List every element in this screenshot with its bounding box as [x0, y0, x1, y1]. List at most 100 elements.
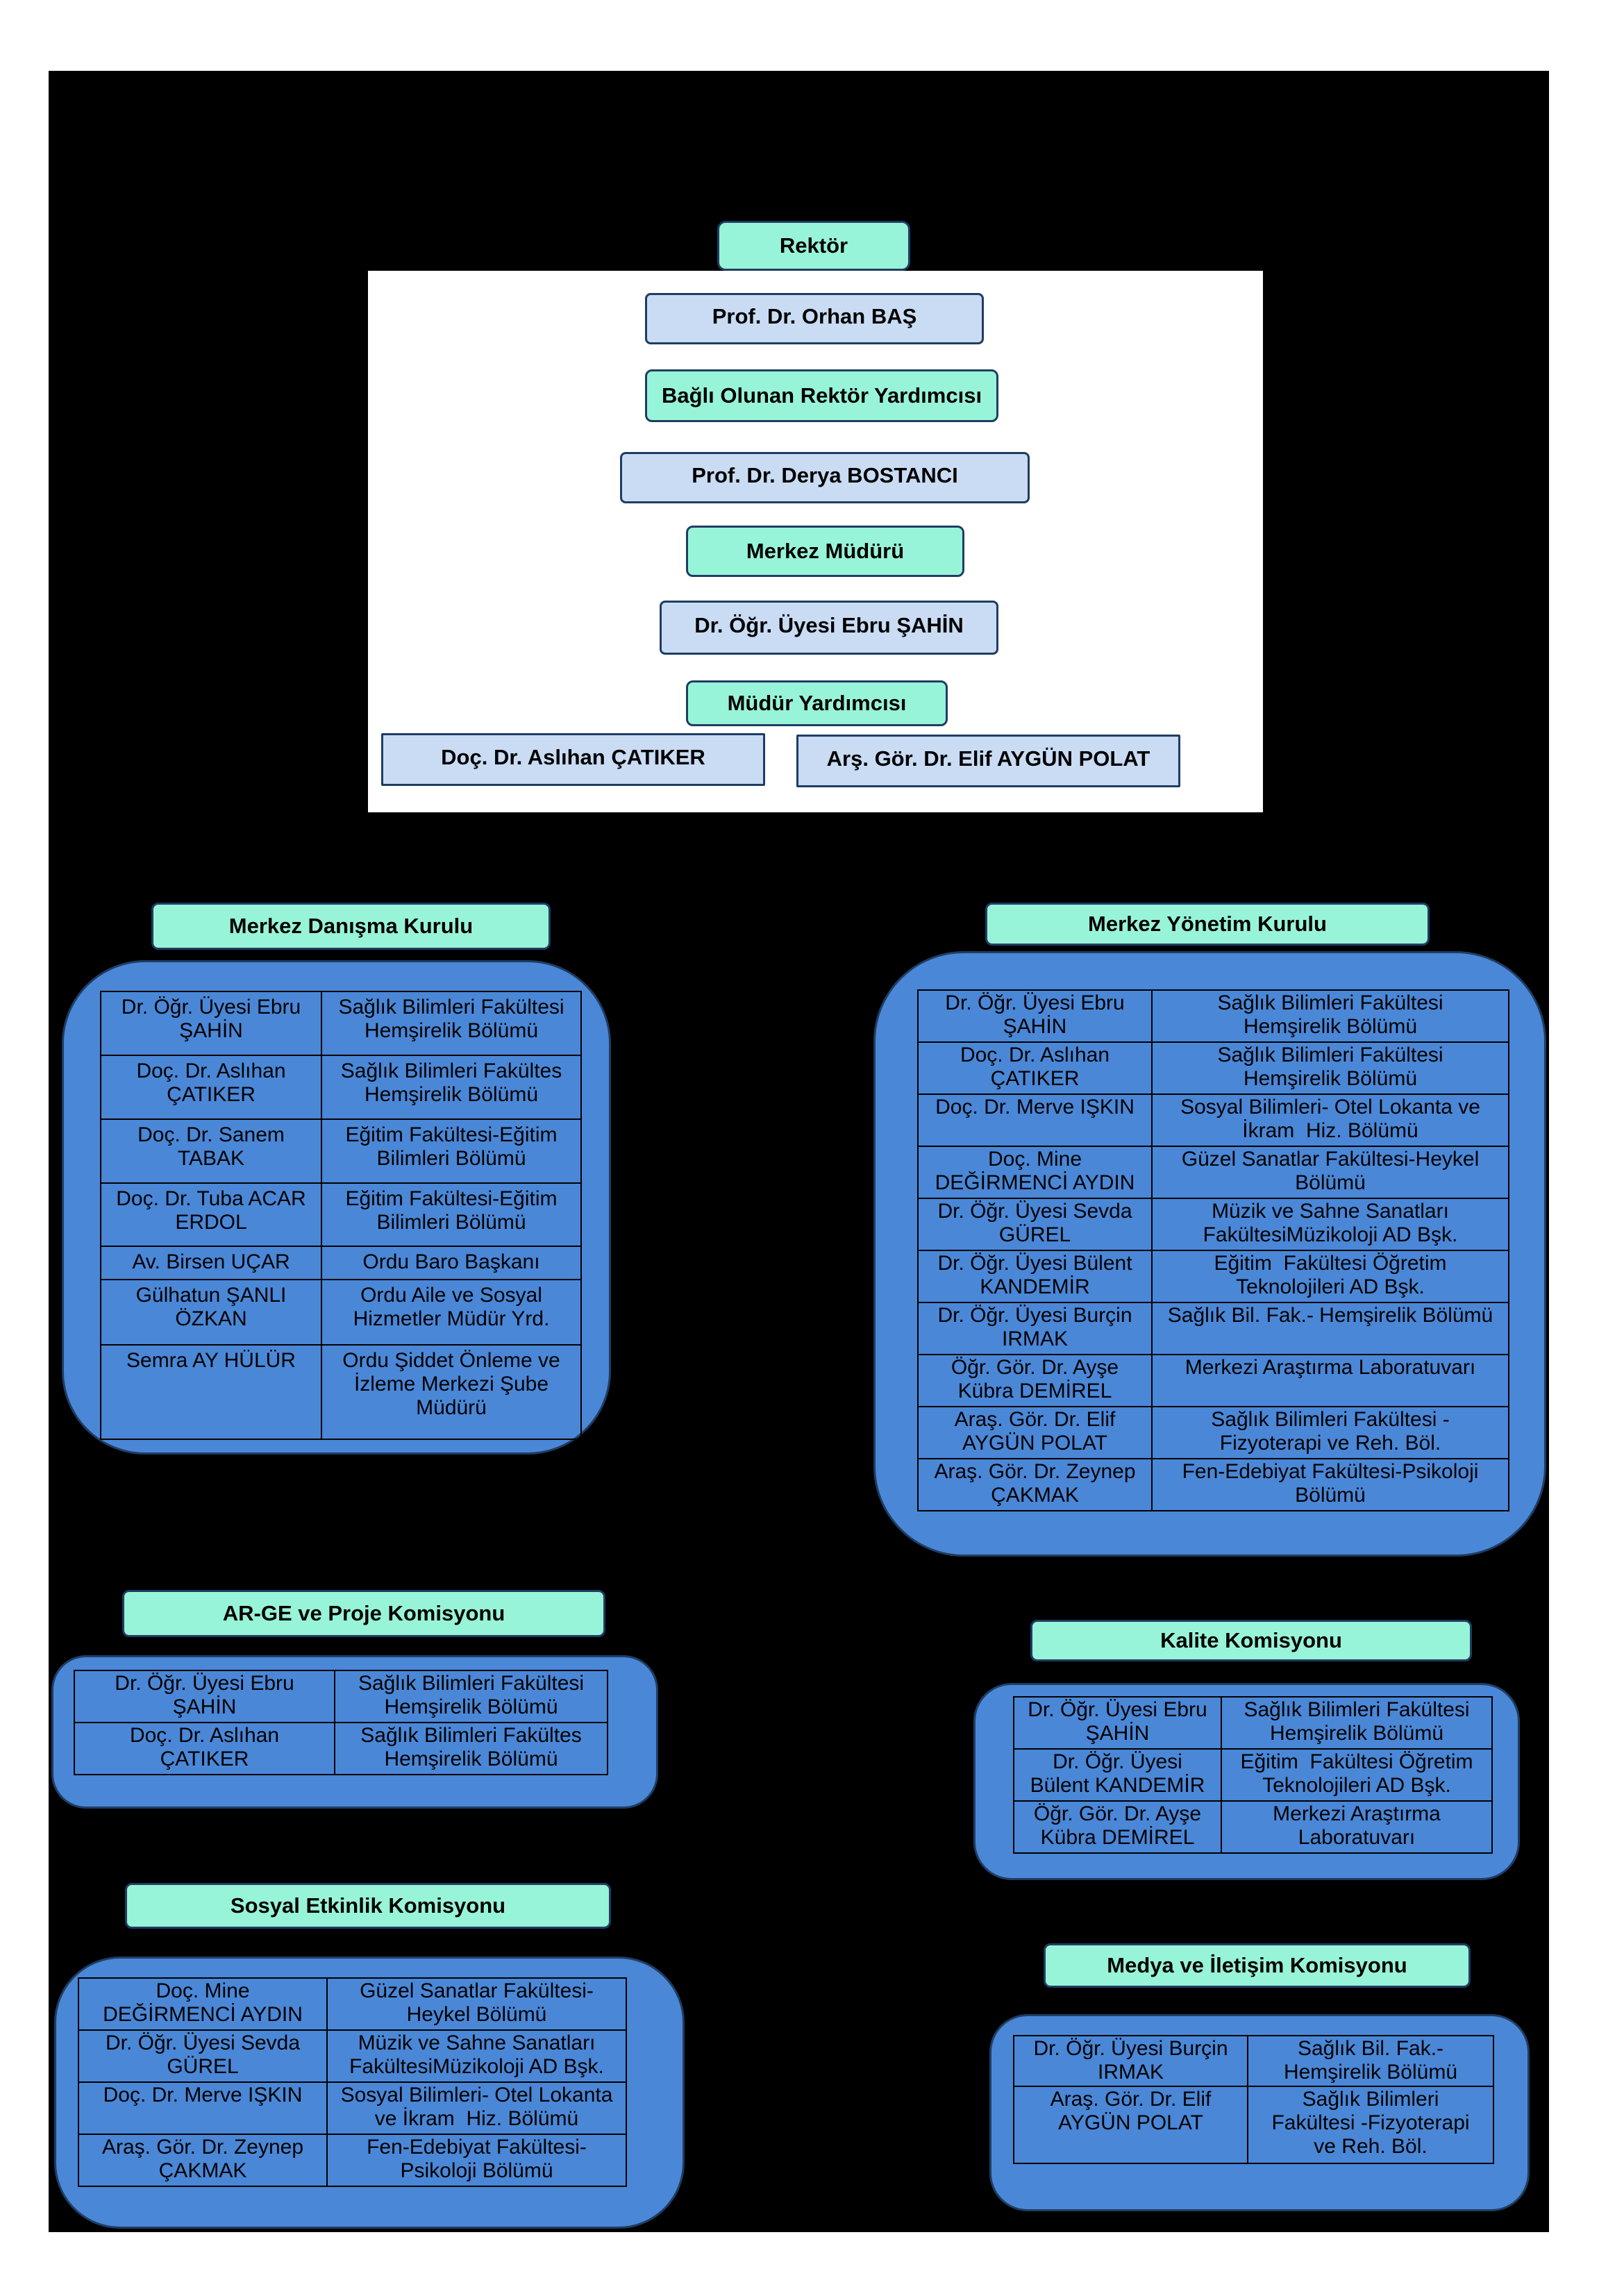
advisory-board-title: Merkez Danışma Kurulu	[151, 903, 551, 950]
vice-rector-name-box: Prof. Dr. Derya BOSTANCI	[620, 452, 1030, 503]
member-name-cell: Doç. Dr. Merve IŞKIN	[78, 2081, 328, 2135]
member-name-cell: Dr. Öğr. Üyesi Burçin IRMAK	[1013, 2035, 1248, 2087]
member-name-cell: Doç. Mine DEĞİRMENCİ AYDIN	[78, 1977, 328, 2031]
member-unit-cell: Sağlık Bilimleri Fakültesi Hemşirelik Bö…	[1221, 1696, 1493, 1750]
director-label: Merkez Müdürü	[686, 526, 964, 577]
director-name-box: Dr. Öğr. Üyesi Ebru ŞAHİN	[660, 601, 998, 655]
member-unit-cell: Merkezi Araştırma Laboratuvarı	[1151, 1354, 1509, 1407]
member-name-cell: Gülhatun ŞANLI ÖZKAN	[100, 1279, 322, 1346]
member-name-cell: Araş. Gör. Dr. Elif AYGÜN POLAT	[917, 1406, 1153, 1459]
deputy-director-label: Müdür Yardımcısı	[686, 680, 948, 726]
member-unit-cell: Fen-Edebiyat Fakültesi- Psikoloji Bölümü	[326, 2134, 627, 2187]
quality-committee-title: Kalite Komisyonu	[1030, 1620, 1472, 1661]
member-unit-cell: Sosyal Bilimleri- Otel Lokanta ve İkram …	[326, 2081, 627, 2135]
member-name-cell: Dr. Öğr. Üyesi Sevda GÜREL	[917, 1198, 1153, 1251]
member-unit-cell: Müzik ve Sahne Sanatları FakültesiMüziko…	[326, 2029, 627, 2083]
member-unit-cell: Sağlık Bilimleri Fakültesi Hemşirelik Bö…	[1151, 1041, 1509, 1095]
member-name-cell: Doç. Mine DEĞİRMENCİ AYDIN	[917, 1146, 1153, 1199]
member-name-cell: Av. Birsen UÇAR	[100, 1246, 322, 1280]
member-unit-cell: Ordu Şiddet Önleme ve İzleme Merkezi Şub…	[321, 1344, 582, 1440]
social-events-committee-title: Sosyal Etkinlik Komisyonu	[125, 1883, 611, 1929]
member-unit-cell: Eğitim Fakültesi Öğretim Teknolojileri A…	[1151, 1250, 1509, 1303]
member-unit-cell: Sosyal Bilimleri- Otel Lokanta ve İkram …	[1151, 1093, 1509, 1147]
rektor-label: Rektör	[717, 221, 910, 271]
member-unit-cell: Fen-Edebiyat Fakültesi-Psikoloji Bölümü	[1151, 1458, 1509, 1511]
member-unit-cell: Sağlık Bilimleri Fakültesi Hemşirelik Bö…	[334, 1670, 608, 1723]
member-name-cell: Araş. Gör. Dr. Elif AYGÜN POLAT	[1013, 2086, 1248, 2164]
member-unit-cell: Sağlık Bilimleri Fakültesi Hemşirelik Bö…	[321, 991, 582, 1056]
member-unit-cell: Güzel Sanatlar Fakültesi-Heykel Bölümü	[1151, 1146, 1509, 1199]
rnd-committee-title: AR-GE ve Proje Komisyonu	[122, 1590, 605, 1637]
member-name-cell: Semra AY HÜLÜR	[100, 1344, 322, 1440]
member-name-cell: Doç. Dr. Sanem TABAK	[100, 1118, 322, 1184]
member-name-cell: Dr. Öğr. Üyesi Ebru ŞAHİN	[100, 991, 322, 1056]
member-unit-cell: Müzik ve Sahne Sanatları FakültesiMüziko…	[1151, 1198, 1509, 1251]
member-unit-cell: Güzel Sanatlar Fakültesi- Heykel Bölümü	[326, 1977, 627, 2031]
member-unit-cell: Eğitim Fakültesi-Eğitim Bilimleri Bölümü	[321, 1118, 582, 1184]
member-name-cell: Dr. Öğr. Üyesi Bülent KANDEMİR	[1013, 1748, 1222, 1802]
member-name-cell: Araş. Gör. Dr. Zeynep ÇAKMAK	[78, 2134, 328, 2187]
member-unit-cell: Eğitim Fakültesi-Eğitim Bilimleri Bölümü	[321, 1182, 582, 1247]
member-name-cell: Doç. Dr. Merve IŞKIN	[917, 1093, 1153, 1147]
member-name-cell: Dr. Öğr. Üyesi Ebru ŞAHİN	[1013, 1696, 1222, 1750]
member-name-cell: Dr. Öğr. Üyesi Bülent KANDEMİR	[917, 1250, 1153, 1303]
member-unit-cell: Sağlık Bilimleri Fakültesi Hemşirelik Bö…	[1151, 989, 1509, 1043]
member-unit-cell: Sağlık Bilimleri Fakültesi - Fizyoterapi…	[1151, 1406, 1509, 1459]
vice-rector-label: Bağlı Olunan Rektör Yardımcısı	[645, 369, 998, 422]
member-name-cell: Doç. Dr. Aslıhan ÇATIKER	[74, 1722, 335, 1775]
deputy-director-name-box: Arş. Gör. Dr. Elif AYGÜN POLAT	[796, 735, 1180, 787]
member-name-cell: Doç. Dr. Aslıhan ÇATIKER	[917, 1041, 1153, 1095]
media-committee-title: Medya ve İletişim Komisyonu	[1044, 1943, 1471, 1988]
member-unit-cell: Sağlık Bil. Fak.- Hemşirelik Bölümü	[1151, 1302, 1509, 1355]
member-name-cell: Öğr. Gör. Dr. Ayşe Kübra DEMİREL	[917, 1354, 1153, 1407]
member-name-cell: Doç. Dr. Tuba ACAR ERDOL	[100, 1182, 322, 1247]
member-name-cell: Dr. Öğr. Üyesi Ebru ŞAHİN	[74, 1670, 335, 1723]
member-unit-cell: Sağlık Bilimleri Fakültes Hemşirelik Böl…	[321, 1055, 582, 1120]
member-name-cell: Dr. Öğr. Üyesi Sevda GÜREL	[78, 2029, 328, 2083]
member-name-cell: Öğr. Gör. Dr. Ayşe Kübra DEMİREL	[1013, 1800, 1222, 1854]
member-name-cell: Araş. Gör. Dr. Zeynep ÇAKMAK	[917, 1458, 1153, 1511]
member-unit-cell: Merkezi Araştırma Laboratuvarı	[1221, 1800, 1493, 1854]
member-unit-cell: Sağlık Bilimleri Fakültes Hemşirelik Böl…	[334, 1722, 608, 1775]
management-board-title: Merkez Yönetim Kurulu	[985, 903, 1430, 946]
member-unit-cell: Sağlık Bil. Fak.- Hemşirelik Bölümü	[1247, 2035, 1494, 2087]
member-name-cell: Dr. Öğr. Üyesi Burçin IRMAK	[917, 1302, 1153, 1355]
member-unit-cell: Ordu Aile ve Sosyal Hizmetler Müdür Yrd.	[321, 1279, 582, 1346]
deputy-director-name-box: Doç. Dr. Aslıhan ÇATIKER	[381, 733, 765, 786]
member-unit-cell: Sağlık Bilimleri Fakültesi -Fizyoterapi …	[1247, 2086, 1494, 2164]
member-unit-cell: Ordu Baro Başkanı	[321, 1246, 582, 1280]
